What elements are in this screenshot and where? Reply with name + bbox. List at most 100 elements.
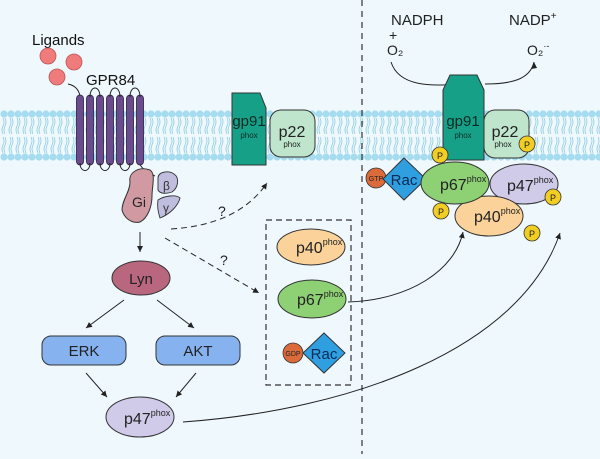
beta-label: β (163, 179, 170, 193)
lipid-head (546, 153, 554, 161)
lipid-tail (8, 117, 14, 135)
p67phox-label: p67phox (440, 174, 487, 194)
lipid-tail (582, 117, 588, 135)
lipid-tail (372, 117, 378, 135)
lipid-tail (162, 136, 168, 154)
lipid-head (0, 153, 8, 161)
lipid-tail (393, 136, 399, 154)
gamma-label: γ (163, 201, 169, 215)
lipid-tail (421, 136, 427, 154)
lipid-head (343, 110, 351, 118)
lipid-head (147, 153, 155, 161)
lipid-tail (554, 117, 560, 135)
phox-sub: phox (240, 131, 257, 140)
lipid-head (224, 110, 232, 118)
lipid-tail (1, 117, 7, 135)
lipid-head (574, 110, 582, 118)
akt-node (155, 335, 241, 366)
lipid-tail (57, 136, 63, 154)
lipid-head (560, 153, 568, 161)
lipid-tail (204, 136, 210, 154)
lipid-head (595, 153, 600, 161)
lipid-tail (169, 136, 175, 154)
lipid-head (525, 153, 533, 161)
lipid-tail (225, 117, 231, 135)
lipid-head (175, 153, 183, 161)
lipid-head (161, 153, 169, 161)
p47phox-label: p47phox (124, 408, 171, 428)
lipid-head (392, 153, 400, 161)
lipid-head (385, 110, 393, 118)
lipid-head (49, 153, 57, 161)
lipid-head (315, 110, 323, 118)
lipid-head (203, 153, 211, 161)
rac-label: Rac (391, 172, 418, 189)
lipid-head (14, 110, 22, 118)
lipid-tail (190, 136, 196, 154)
gpr84-helix (106, 94, 114, 166)
gpr84-extracellular-loop (89, 87, 101, 98)
lipid-head (378, 153, 386, 161)
lipid-head (574, 153, 582, 161)
lipid-head (21, 110, 29, 118)
lipid-head (378, 110, 386, 118)
lipid-head (553, 110, 561, 118)
lipid-tail (148, 136, 154, 154)
lipid-tail (351, 136, 357, 154)
arrow-p47-to-complex (182, 232, 561, 423)
lipid-head (560, 110, 568, 118)
arrow-lyn-to-akt (156, 299, 195, 329)
svg-text:P: P (550, 193, 556, 203)
lipid-head (399, 110, 407, 118)
lipid-head (350, 110, 358, 118)
lipid-head (588, 153, 596, 161)
gp91phox-resting (231, 92, 267, 166)
lipid-tail (344, 117, 350, 135)
lipid-head (567, 153, 575, 161)
gpr84-helix (116, 94, 124, 166)
gi-subunit (121, 168, 154, 223)
svg-text:P: P (524, 140, 530, 150)
lipid-tail (407, 136, 413, 154)
lipid-tail (316, 117, 322, 135)
lipid-head (35, 110, 43, 118)
gp91-label: gp91 (446, 113, 479, 130)
lipid-head (28, 153, 36, 161)
lipid-tail (22, 117, 28, 135)
rac-gtp-node (382, 157, 427, 201)
lipid-head (413, 153, 421, 161)
phospho-group: P (518, 135, 536, 153)
svg-text:P: P (529, 229, 535, 239)
lipid-tail (148, 117, 154, 135)
lipid-tail (421, 117, 427, 135)
lipid-tail (29, 136, 35, 154)
lipid-tail (218, 117, 224, 135)
lipid-tail (323, 136, 329, 154)
p40phox-label: p40phox (296, 237, 343, 257)
superoxide-label: O₂·- (527, 41, 549, 58)
lipid-head (322, 110, 330, 118)
lipid-head (182, 110, 190, 118)
lipid-head (427, 110, 435, 118)
lipid-tail (64, 136, 70, 154)
p67phox-active (420, 161, 490, 205)
phox-sub: phox (494, 140, 511, 149)
gpr84-n-terminus (67, 83, 81, 97)
p22phox-active (483, 109, 530, 159)
phospho-group: P (431, 146, 449, 164)
arrow-p67-to-complex (347, 231, 465, 303)
plus-label: + (389, 27, 397, 43)
lipid-tail (36, 117, 42, 135)
lipid-tail (155, 136, 161, 154)
lipid-tail (197, 136, 203, 154)
lipid-tail (316, 136, 322, 154)
lipid-head (217, 110, 225, 118)
lipid-head (371, 110, 379, 118)
lipid-tail (365, 136, 371, 154)
lipid-head (329, 153, 337, 161)
lipid-head (224, 153, 232, 161)
lipid-tail (176, 136, 182, 154)
lipid-head (0, 110, 8, 118)
lipid-tail (386, 136, 392, 154)
